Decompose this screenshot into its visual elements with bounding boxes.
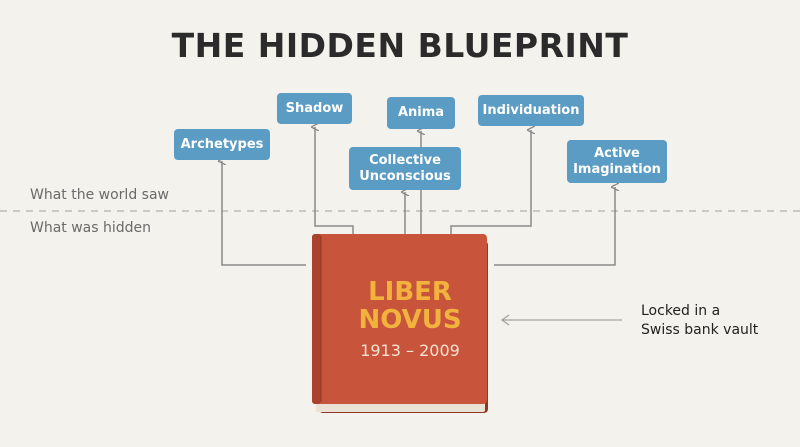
concept-label-line1: Active (594, 145, 640, 161)
concept-label: Anima (397, 105, 445, 120)
connector-individuation (450, 130, 531, 234)
zone-label-hidden: What was hidden (30, 220, 152, 236)
vault-note: Locked in a Swiss bank vault (641, 302, 791, 340)
concept-label-line2: Imagination (573, 161, 661, 177)
vault-note-line1: Locked in a (641, 303, 721, 319)
concept-label: Individuation (482, 102, 580, 118)
book-title: LIBER NOVUS (330, 278, 490, 334)
concept-label: Archetypes (180, 136, 264, 152)
vault-pointer-arrowhead (500, 314, 510, 326)
concept-collective-unconscious: Collective Unconscious (349, 147, 461, 190)
concept-archetypes: Archetypes (174, 129, 270, 160)
book-icon (312, 234, 488, 413)
book-title-line2: NOVUS (358, 305, 462, 335)
book-title-line1: LIBER (368, 277, 452, 307)
concept-shadow: Shadow (277, 93, 352, 124)
vault-note-line2: Swiss bank vault (641, 322, 759, 338)
concept-label-line2: Unconscious (359, 168, 451, 184)
diagram-title: THE HIDDEN BLUEPRINT (171, 26, 629, 65)
concept-label-line1: Collective (369, 152, 441, 168)
concept-label: Shadow (285, 100, 344, 116)
concept-anima: Anima (387, 97, 455, 129)
connector-shadow (315, 127, 354, 234)
book-years: 1913 – 2009 (360, 341, 460, 360)
connector-active-imagination (494, 187, 615, 266)
connector-archetypes (222, 161, 306, 266)
zone-label-seen: What the world saw (30, 187, 169, 203)
concept-individuation: Individuation (478, 95, 584, 126)
concept-active-imagination: Active Imagination (567, 140, 667, 183)
